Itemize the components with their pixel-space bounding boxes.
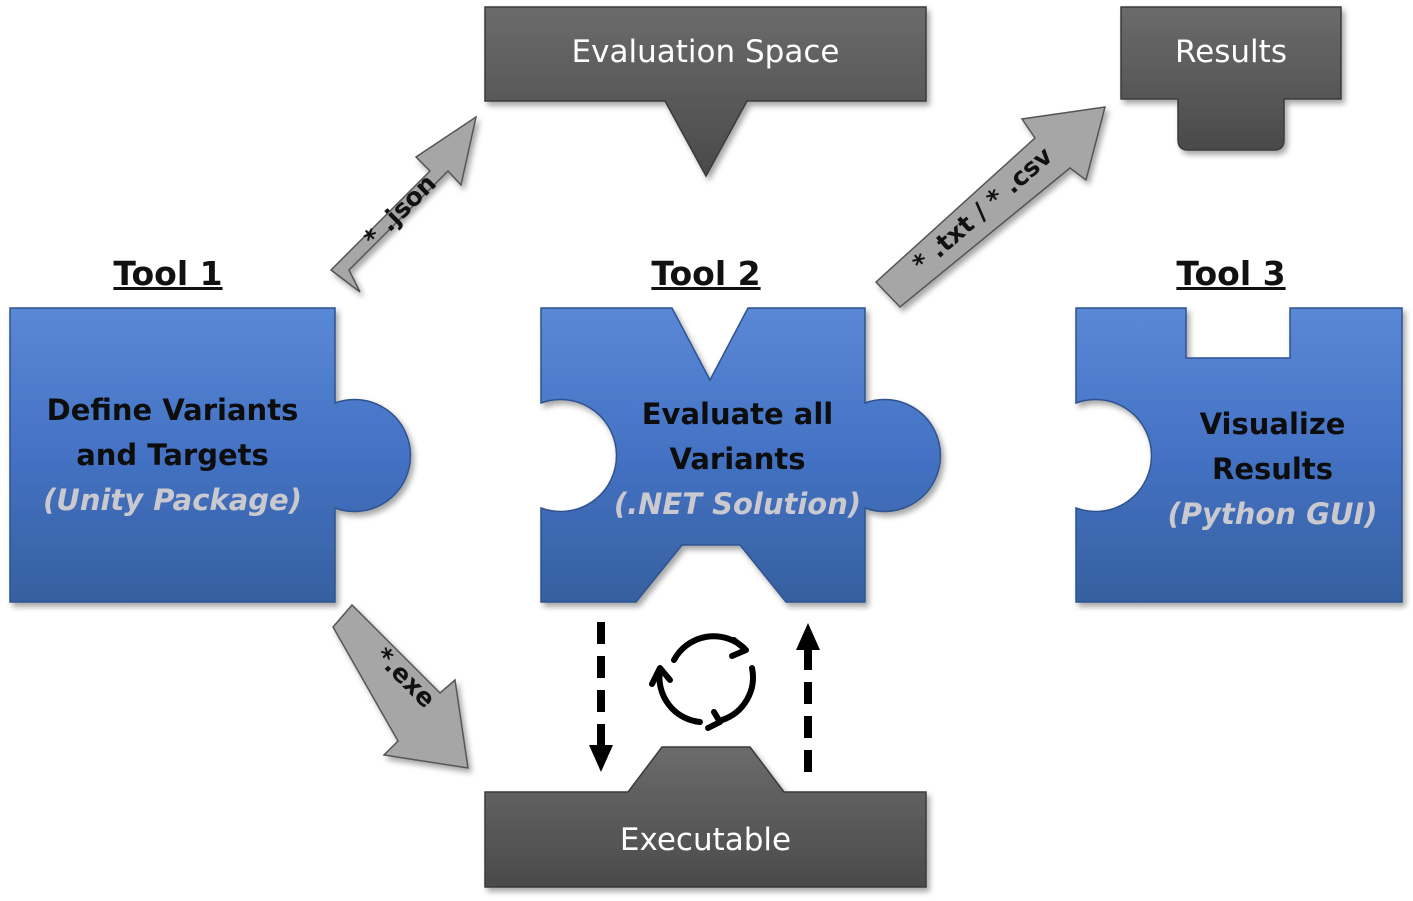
executable-block [484, 746, 927, 888]
dashed-arrow-down-icon [589, 622, 613, 772]
tool2-subtitle: (.NET Solution) [613, 487, 862, 521]
tool3-text: Visualize Results (Python GUI) [1140, 402, 1405, 537]
tool1-title: Tool 1 [113, 254, 223, 293]
tool1-subtitle: (Unity Package) [43, 483, 302, 517]
tool1-line1: Define Variants [46, 393, 299, 427]
txt-csv-arrow [874, 106, 1107, 309]
tool3-line2: Results [1212, 452, 1333, 486]
dashed-arrow-up-icon [796, 623, 820, 772]
refresh-cycle-icon [649, 633, 756, 731]
json-arrow [329, 115, 478, 293]
tool2-line1: Evaluate all [641, 397, 834, 431]
evaluation-space-block [484, 6, 927, 178]
tool2-piece [540, 307, 942, 603]
results-block [1120, 6, 1342, 151]
tool3-title: Tool 3 [1176, 254, 1286, 293]
tool1-line2: and Targets [76, 438, 269, 472]
tool3-piece [1075, 307, 1403, 603]
evaluation-space-label: Evaluation Space [571, 34, 840, 70]
tool3-line1: Visualize [1199, 407, 1346, 441]
tool2-title: Tool 2 [651, 254, 761, 293]
tool3-subtitle: (Python GUI) [1167, 497, 1378, 531]
tool2-text: Evaluate all Variants (.NET Solution) [605, 392, 870, 527]
exe-arrow [332, 603, 469, 769]
tool1-piece [9, 307, 412, 603]
tool2-line2: Variants [669, 442, 806, 476]
results-label: Results [1175, 34, 1287, 70]
tool1-text: Define Variants and Targets (Unity Packa… [40, 388, 305, 523]
executable-label: Executable [619, 822, 792, 858]
